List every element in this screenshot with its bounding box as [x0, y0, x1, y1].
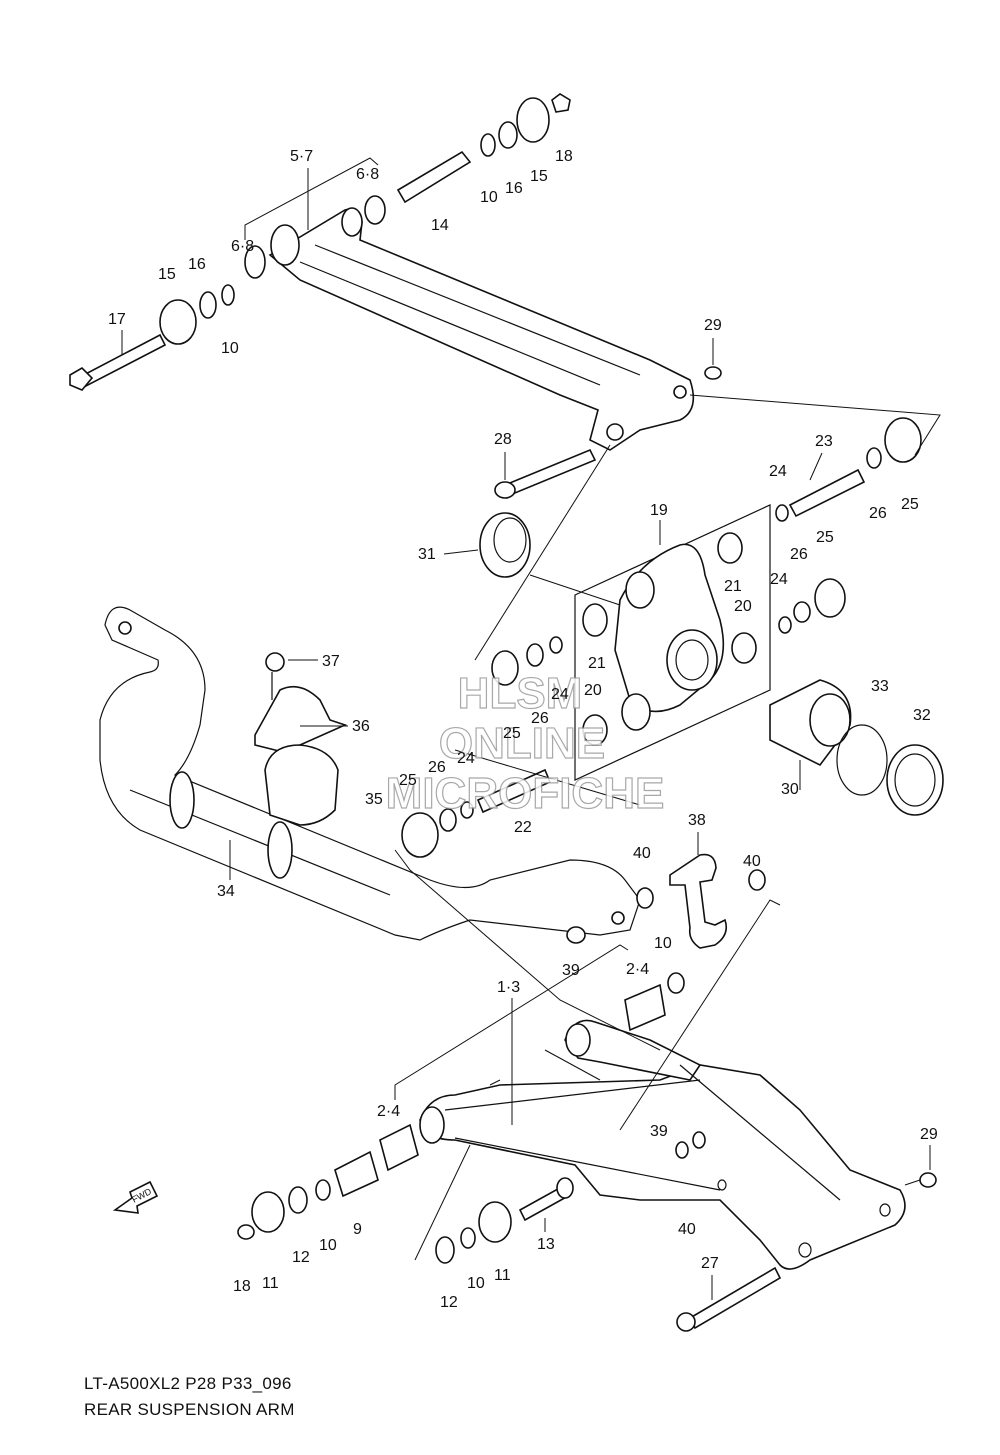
hub-carrier-assembly: [401, 417, 944, 858]
callout-30: 30: [781, 781, 799, 798]
callout-25-d: 25: [399, 772, 417, 789]
callout-15-top: 15: [530, 168, 548, 185]
callout-39-b: 39: [650, 1123, 668, 1140]
callout-23: 23: [815, 433, 833, 450]
callout-35: 35: [365, 791, 383, 808]
callout-24-a: 24: [769, 463, 787, 480]
callout-19: 19: [650, 502, 668, 519]
callout-25-a: 25: [901, 496, 919, 513]
callout-29-top: 29: [704, 317, 722, 334]
callout-34: 34: [217, 883, 235, 900]
callout-37: 37: [322, 653, 340, 670]
callout-14: 14: [431, 217, 449, 234]
callout-28: 28: [494, 431, 512, 448]
callout-38: 38: [688, 812, 706, 829]
watermark-line-1: HLSM: [458, 669, 583, 718]
diagram-code: LT-A500XL2 P28 P33_096: [84, 1374, 292, 1393]
upper-arm-assembly: [69, 93, 722, 499]
watermark-line-2: ONLINE: [439, 719, 605, 768]
callout-31: 31: [418, 546, 436, 563]
callout-24-c: 24: [551, 686, 569, 703]
callout-13: 13: [537, 1236, 555, 1253]
callout-20-b: 20: [584, 682, 602, 699]
callout-25-c: 25: [503, 725, 521, 742]
callout-26-c: 26: [531, 710, 549, 727]
stabilizer-joint: [624, 853, 766, 1032]
callout-10-mid: 10: [654, 935, 672, 952]
callout-26-b: 26: [790, 546, 808, 563]
callout-1-3: 1·3: [497, 979, 520, 996]
callout-18-bl: 18: [233, 1278, 251, 1295]
callout-12-bl: 12: [292, 1249, 310, 1266]
watermark-line-3: MICROFICHE: [386, 769, 665, 818]
callout-21-a: 21: [724, 578, 742, 595]
callout-26-a: 26: [869, 505, 887, 522]
callout-10-left: 10: [221, 340, 239, 357]
callout-2-4-left: 2·4: [377, 1103, 400, 1120]
callout-33: 33: [871, 678, 889, 695]
callout-12-b: 12: [440, 1294, 458, 1311]
callout-21-b: 21: [588, 655, 606, 672]
callout-10-top: 10: [480, 189, 498, 206]
callout-39-a: 39: [562, 962, 580, 979]
callout-27: 27: [701, 1255, 719, 1272]
callout-16-left: 16: [188, 256, 206, 273]
diagram-title: REAR SUSPENSION ARM: [84, 1400, 295, 1419]
callout-18-top: 18: [555, 148, 573, 165]
callout-20-a: 20: [734, 598, 752, 615]
callout-6-8-top: 6·8: [356, 166, 379, 183]
fwd-arrow-icon: FWD: [112, 1180, 159, 1214]
lower-arm-assembly: [237, 1019, 937, 1332]
callout-labels: 5·7 6·8 6·8 10 16 15 18 14 15 16 17 10 2…: [108, 148, 938, 1311]
callout-6-8-left: 6·8: [231, 238, 254, 255]
callout-40-c: 40: [678, 1221, 696, 1238]
callout-29-bottom: 29: [920, 1126, 938, 1143]
callout-11-bl: 11: [262, 1275, 279, 1292]
callout-10-b: 10: [467, 1275, 485, 1292]
reference-lines: [244, 157, 941, 1261]
callout-17: 17: [108, 311, 126, 328]
callout-40-b: 40: [743, 853, 761, 870]
callout-5-7: 5·7: [290, 148, 313, 165]
stabilizer-bar: [99, 606, 641, 944]
callout-leaders: [121, 168, 931, 1300]
callout-25-b: 25: [816, 529, 834, 546]
callout-2-4-mid: 2·4: [626, 961, 649, 978]
callout-9: 9: [353, 1221, 362, 1238]
callout-40-a: 40: [633, 845, 651, 862]
callout-26-d: 26: [428, 759, 446, 776]
callout-15-left: 15: [158, 266, 176, 283]
watermark: HLSM ONLINE MICROFICHE: [385, 668, 665, 818]
callout-22: 22: [514, 819, 532, 836]
callout-24-d: 24: [457, 750, 475, 767]
callout-32: 32: [913, 707, 931, 724]
callout-11-b: 11: [494, 1267, 511, 1284]
callout-16-top: 16: [505, 180, 523, 197]
callout-10-bl: 10: [319, 1237, 337, 1254]
callout-24-b: 24: [770, 571, 788, 588]
callout-36: 36: [352, 718, 370, 735]
